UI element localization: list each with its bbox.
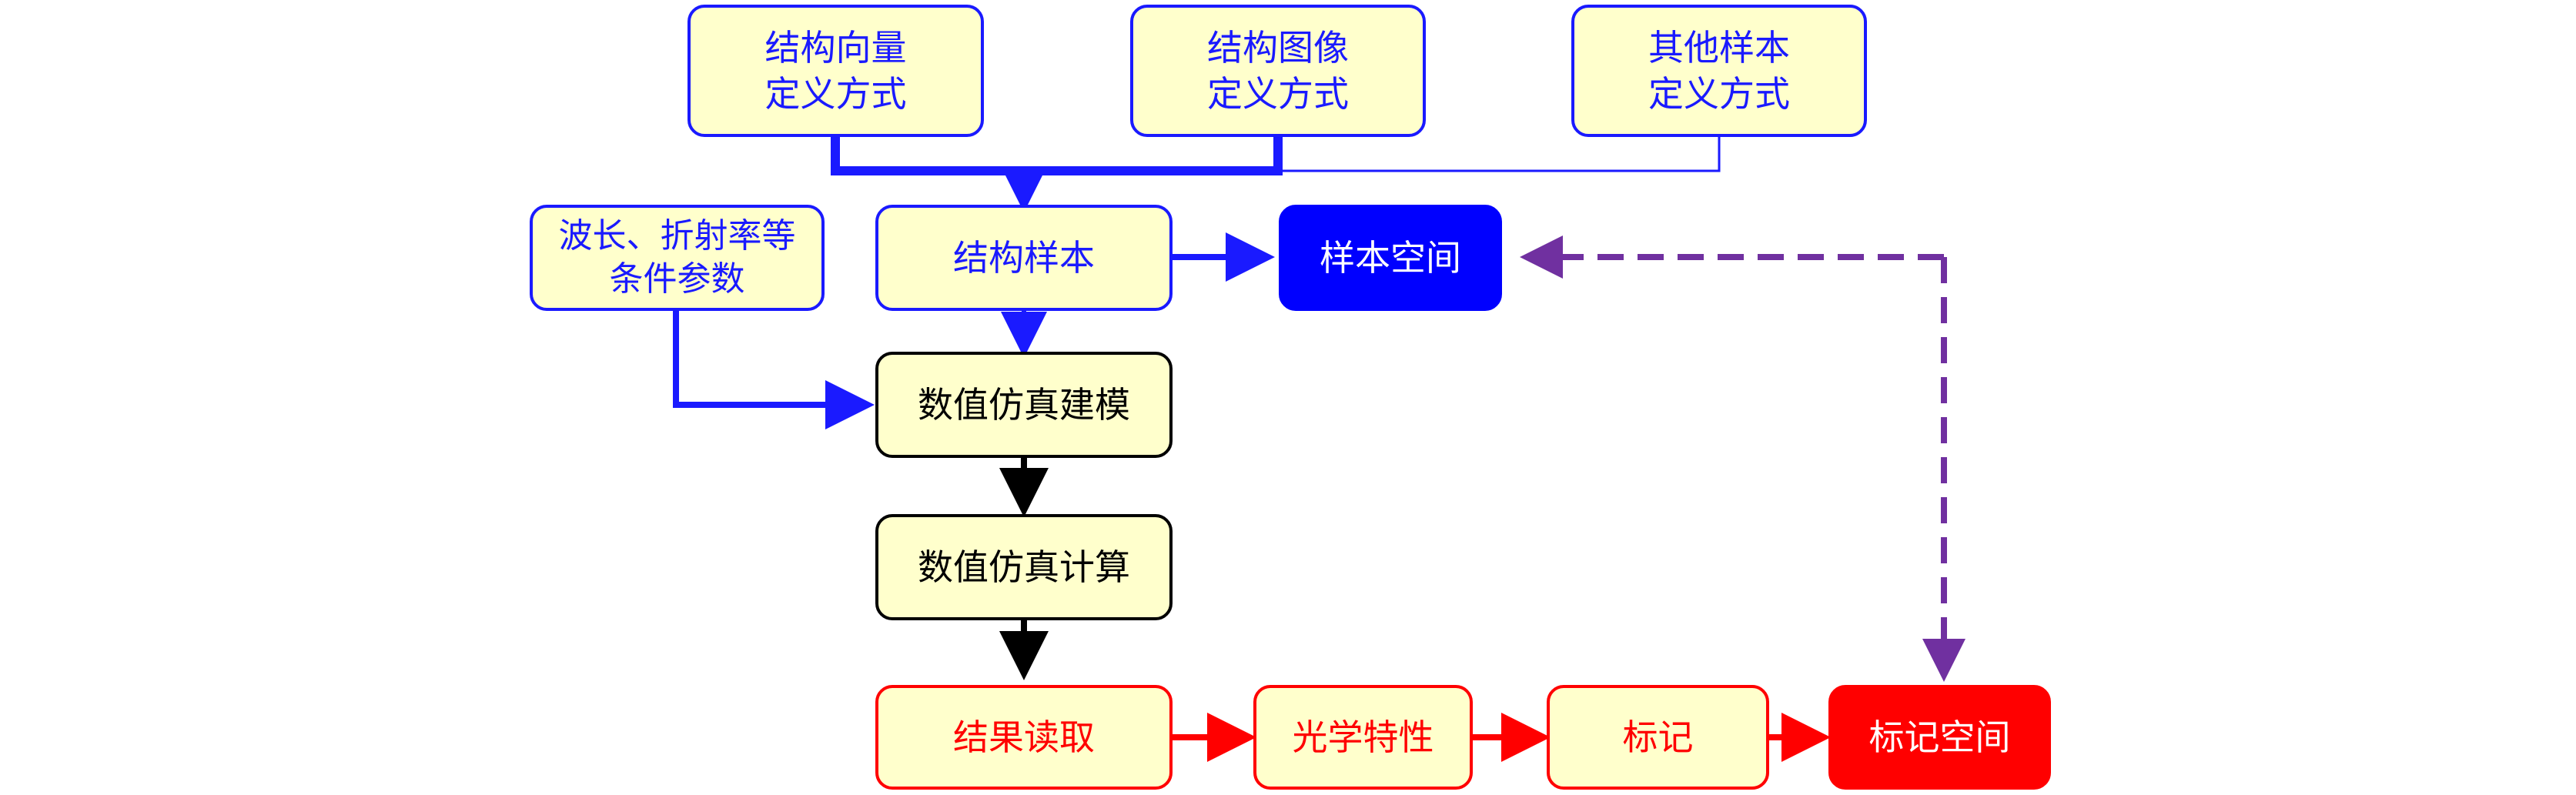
arrow-conditions-to-modeling <box>673 311 875 429</box>
structure-sample-label: 结构样本 <box>953 237 1095 279</box>
computation-box: 数值仿真计算 <box>875 514 1173 620</box>
sample-space-label: 样本空间 <box>1320 237 1461 279</box>
label-space-box: 标记空间 <box>1828 685 2051 790</box>
connector-image-def <box>1024 137 1283 175</box>
connector-other-def <box>1278 137 1721 172</box>
modeling-box: 数值仿真建模 <box>875 352 1173 458</box>
label-box: 标记 <box>1547 685 1769 790</box>
conditions-box: 波长、折射率等 条件参数 <box>530 205 825 311</box>
other-definition-box: 其他样本 定义方式 <box>1571 5 1867 137</box>
connector-vector-def <box>831 137 1024 175</box>
label-space-label: 标记空间 <box>1868 717 2011 758</box>
optical-property-box: 光学特性 <box>1253 685 1473 790</box>
vector-definition-label: 结构向量 定义方式 <box>764 27 907 115</box>
other-definition-label: 其他样本 定义方式 <box>1648 27 1790 115</box>
result-read-label: 结果读取 <box>953 717 1095 758</box>
label-label: 标记 <box>1622 717 1694 758</box>
sample-space-box: 样本空间 <box>1279 205 1502 311</box>
optical-property-label: 光学特性 <box>1292 717 1434 758</box>
conditions-label: 波长、折射率等 条件参数 <box>558 216 796 299</box>
computation-label: 数值仿真计算 <box>918 546 1130 588</box>
image-definition-box: 结构图像 定义方式 <box>1130 5 1426 137</box>
image-definition-label: 结构图像 定义方式 <box>1207 27 1349 115</box>
modeling-label: 数值仿真建模 <box>918 384 1130 426</box>
result-read-box: 结果读取 <box>875 685 1173 790</box>
vector-definition-box: 结构向量 定义方式 <box>687 5 984 137</box>
structure-sample-box: 结构样本 <box>875 205 1173 311</box>
